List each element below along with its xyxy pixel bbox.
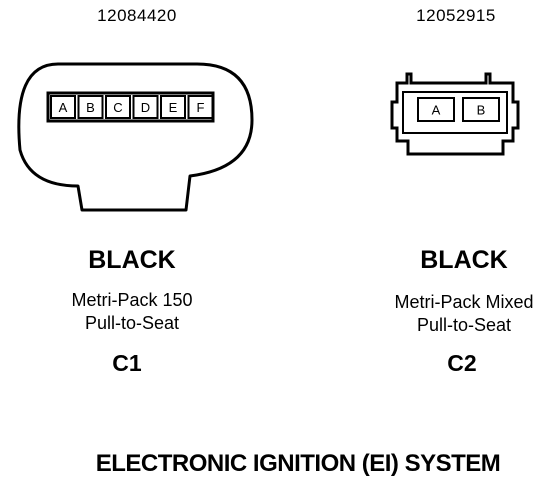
c1-pin-cavity-c	[105, 95, 131, 119]
c1-description-line-2: Pull-to-Seat	[84, 313, 180, 333]
c1-pin-cavity-a	[50, 95, 76, 119]
c1-pin-label-a: A	[59, 100, 68, 115]
c1-pin-label-c: C	[113, 100, 122, 115]
c1-pin-cavity-b	[77, 95, 104, 119]
c1-connector-outline	[17, 62, 254, 212]
c1-pin-label-d: D	[141, 100, 150, 115]
c2-pin-cavity-a	[417, 97, 455, 122]
c1-pin-label-b: B	[86, 100, 95, 115]
c1-color-label: BLACK	[88, 246, 176, 274]
c1-pin-label-e: E	[169, 100, 178, 115]
c2-pin-cavity-b	[462, 97, 500, 122]
c2-description-line-1: Metri-Pack Mixed	[394, 292, 534, 312]
c1-connector-face: A B C D E F	[17, 62, 254, 212]
c1-pin-label-f: F	[197, 100, 205, 115]
system-title: ELECTRONIC IGNITION (EI) SYSTEM	[95, 450, 501, 477]
c2-inner-housing	[402, 91, 508, 134]
c2-color-label: BLACK	[420, 246, 508, 274]
c2-description-line-2: Pull-to-Seat	[416, 315, 512, 335]
c1-pin-cavity-f	[187, 95, 214, 119]
c2-pin-label-b: B	[477, 103, 486, 118]
c2-connector-id: C2	[447, 350, 477, 376]
c2-part-number: 12052915	[416, 6, 496, 25]
c1-part-number: 12084420	[97, 6, 177, 25]
c1-pin-cavity-e	[160, 95, 186, 119]
c1-description-line-1: Metri-Pack 150	[71, 290, 193, 310]
c1-connector-id: C1	[112, 350, 142, 376]
c1-pin-cavity-d	[132, 95, 159, 119]
c2-pin-label-a: A	[432, 103, 441, 118]
